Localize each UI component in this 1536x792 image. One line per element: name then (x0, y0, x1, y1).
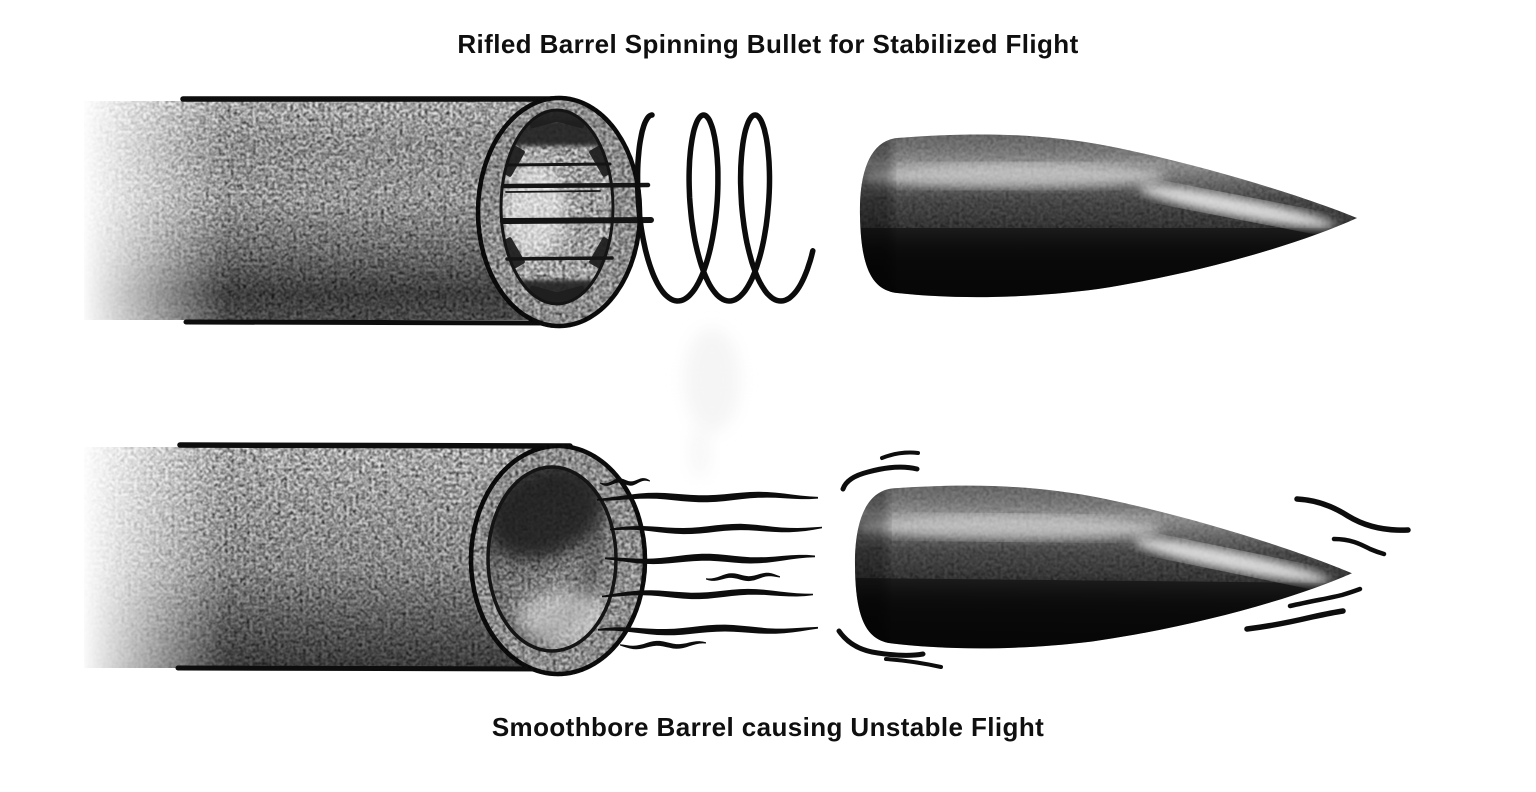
motion-line (600, 478, 650, 486)
caption-rifled-barrel: Rifled Barrel Spinning Bullet for Stabil… (457, 29, 1079, 59)
motion-line (620, 640, 706, 650)
stabilized-bullet (850, 126, 1368, 318)
rifled-bore-outline (499, 108, 615, 306)
motion-line (602, 588, 813, 600)
rifled-barrel-figure (84, 95, 1368, 329)
rifled-barrel-bottom-edge (183, 319, 555, 326)
background-smudge (684, 328, 740, 478)
smoothbore-barrel-bottom-edge (175, 665, 559, 672)
motion-line (597, 491, 818, 503)
smoothbore-barrel-top-edge (177, 442, 573, 449)
motion-line (706, 572, 780, 582)
spin-spiral (634, 112, 816, 304)
rifling-groove-lines (500, 162, 654, 261)
caption-smoothbore-barrel: Smoothbore Barrel causing Unstable Fligh… (491, 712, 1045, 742)
tumbling-bullet (844, 476, 1364, 673)
motion-line (598, 624, 818, 636)
muzzle-blast-lines (597, 478, 822, 650)
wobble-marks (836, 450, 1411, 669)
smoothbore-barrel-figure (84, 442, 1411, 677)
motion-line (605, 553, 815, 565)
motion-line (610, 523, 822, 535)
